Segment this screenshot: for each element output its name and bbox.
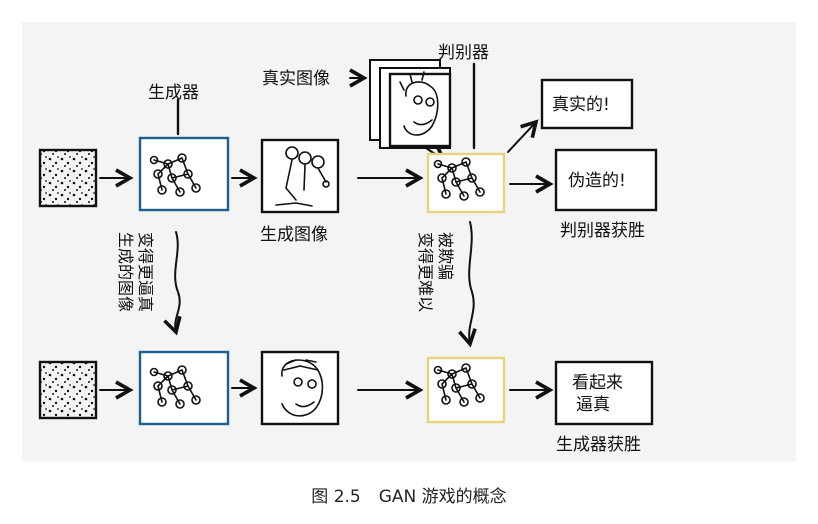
arrow-to-real-verdict	[507, 119, 539, 153]
real-images-label: 真实图像	[262, 69, 330, 89]
real-verdict-text: 真实的!	[552, 95, 610, 115]
discriminator-box-top	[426, 152, 506, 214]
generated-images-label: 生成图像	[260, 225, 328, 245]
looks-real-line1: 看起来	[572, 373, 623, 393]
generated-image-top	[260, 138, 340, 214]
harder-to-fool-line2: 被欺骗	[436, 232, 455, 280]
figure-caption: 图 2.5 GAN 游戏的概念	[0, 482, 818, 507]
fake-verdict-text: 伪造的!	[568, 171, 626, 191]
fake-verdict-box: 伪造的!	[554, 148, 658, 212]
real-verdict-box: 真实的!	[540, 78, 634, 130]
generator-label: 生成器	[148, 83, 199, 103]
generator-wins-label: 生成器获胜	[556, 435, 641, 455]
looks-real-box: 看起来 逼真	[554, 360, 654, 426]
caption-text: GAN 游戏的概念	[378, 487, 507, 507]
caption-number: 图 2.5	[311, 487, 361, 507]
noise-input-bottom	[38, 360, 98, 420]
looks-real-line2: 逼真	[576, 395, 610, 415]
discriminator-wins-label: 判别器获胜	[560, 221, 645, 241]
discriminator-box-bottom	[426, 356, 506, 424]
generated-image-bottom	[260, 350, 340, 426]
real-images-stack	[369, 59, 452, 149]
arrow-generator-improves	[163, 231, 182, 336]
generator-box-top	[138, 136, 230, 212]
discriminator-label: 判别器	[438, 43, 489, 63]
arrow-discriminator-harder	[458, 221, 477, 348]
harder-to-fool-line1: 变得更难以	[416, 232, 435, 312]
generator-improves-line1: 生成的图像	[116, 232, 135, 312]
generator-improves-line2: 变得更逼真	[136, 232, 155, 312]
generator-box-bottom	[138, 350, 230, 426]
noise-input-top	[38, 148, 98, 208]
